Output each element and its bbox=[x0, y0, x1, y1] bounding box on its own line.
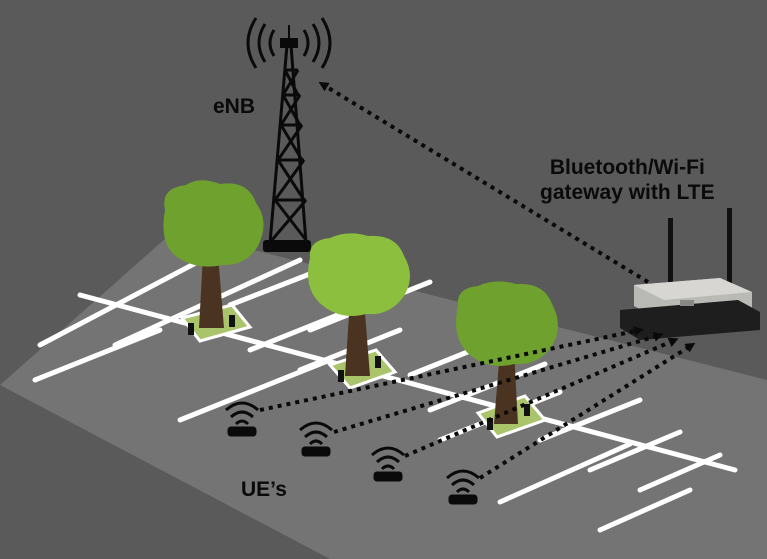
ue-link bbox=[404, 337, 679, 458]
wireless-links bbox=[259, 81, 696, 480]
lte-uplink bbox=[318, 81, 650, 284]
ue-link bbox=[333, 331, 664, 434]
gateway-label: Bluetooth/Wi-Fi gateway with LTE bbox=[540, 155, 715, 205]
wireless-sensor-icon bbox=[225, 401, 259, 437]
cell-tower-icon bbox=[246, 17, 332, 252]
gateway-label-line-1: Bluetooth/Wi-Fi bbox=[549, 156, 705, 179]
ue-link bbox=[478, 342, 696, 480]
wireless-sensor-icon bbox=[299, 421, 333, 457]
tree-icon bbox=[456, 281, 558, 430]
router-icon bbox=[620, 208, 760, 340]
enb-label: eNB bbox=[213, 95, 256, 118]
tree-icon bbox=[308, 233, 410, 382]
tree-icon bbox=[163, 180, 264, 335]
ue-link bbox=[259, 326, 644, 412]
ue-label: UE’s bbox=[241, 478, 287, 501]
wireless-sensor-icon bbox=[371, 446, 405, 482]
gateway-label-line-2: gateway with LTE bbox=[540, 181, 715, 204]
wireless-sensor-icon bbox=[446, 469, 480, 505]
